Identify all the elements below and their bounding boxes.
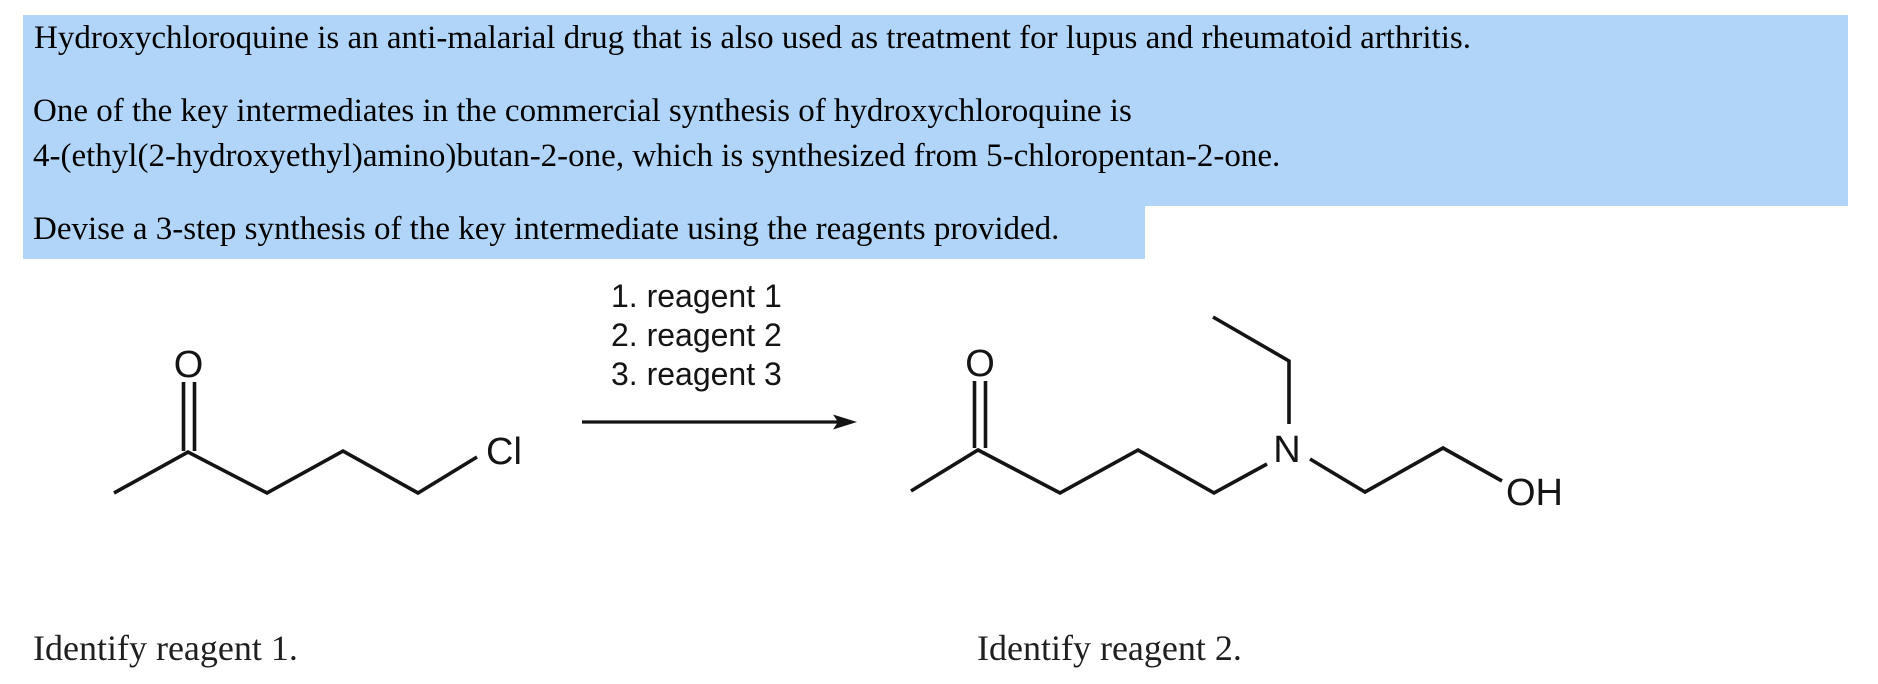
reactant-oxygen-label: O — [174, 344, 204, 386]
reactant-structure: O Cl — [113, 344, 522, 496]
reactant-chlorine-label: Cl — [486, 431, 522, 473]
question-identify-reagent-1: Identify reagent 1. — [33, 628, 298, 668]
condition-step-3: 3. reagent 3 — [611, 356, 782, 392]
text-highlight-main — [23, 15, 1848, 206]
problem-line-1: Hydroxychloroquine is an anti-malarial d… — [34, 20, 1471, 56]
problem-line-4: Devise a 3-step synthesis of the key int… — [33, 211, 1060, 247]
reactant-skeleton-bonds — [113, 448, 478, 496]
text-highlight-last-line — [23, 206, 1145, 259]
reaction-conditions: 1. reagent 1 2. reagent 2 3. reagent 3 — [611, 277, 782, 394]
reaction-arrow — [582, 414, 857, 430]
product-hydroxyethyl-bonds — [1309, 445, 1503, 495]
product-skeleton-bonds — [910, 447, 1268, 496]
product-nitrogen-label: N — [1273, 429, 1300, 471]
reaction-arrow-head — [833, 414, 857, 430]
question-identify-reagent-2: Identify reagent 2. — [977, 628, 1242, 668]
product-oxygen-label: O — [965, 343, 995, 385]
condition-step-1: 1. reagent 1 — [611, 278, 782, 314]
product-n-ethyl-bonds — [1212, 315, 1291, 424]
product-hydroxyl-label: OH — [1506, 472, 1563, 514]
product-structure: O N OH — [910, 315, 1563, 514]
problem-line-2: One of the key intermediates in the comm… — [33, 93, 1132, 129]
condition-step-2: 2. reagent 2 — [611, 317, 782, 353]
problem-line-3: 4-(ethyl(2-hydroxyethyl)amino)butan-2-on… — [33, 138, 1281, 174]
